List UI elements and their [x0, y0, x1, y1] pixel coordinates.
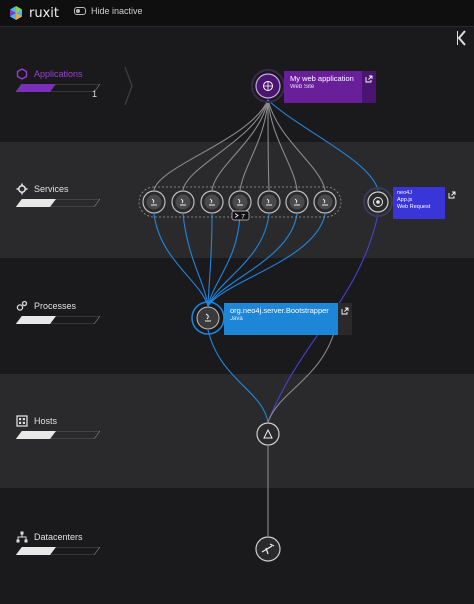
external-link-icon — [448, 191, 456, 199]
link-service7-process — [207, 213, 326, 307]
toggle-icon — [74, 7, 86, 15]
tier-processes-label: Processes — [34, 301, 77, 311]
application-card[interactable]: My web application Web Site — [284, 71, 376, 103]
datacenter-node[interactable] — [255, 536, 281, 562]
java-icon — [205, 313, 211, 322]
ruxit-logo[interactable]: ruxit — [8, 4, 59, 22]
application-title: My web application — [290, 74, 354, 83]
link-app-service-6 — [267, 99, 298, 191]
neo4j-service-line3: Web Request — [397, 204, 431, 210]
link-app-service-4 — [239, 99, 269, 191]
hide-inactive-toggle[interactable]: Hide inactive — [74, 6, 143, 16]
external-link-icon — [341, 307, 349, 315]
service-node-3[interactable] — [200, 190, 224, 214]
datacenters-icon — [16, 531, 28, 543]
java-icon — [266, 198, 272, 206]
application-subtitle: Web Site — [290, 84, 315, 90]
web-request-icon — [373, 197, 383, 207]
java-icon — [294, 198, 300, 206]
tier-datacenters-label: Datacenters — [34, 532, 83, 542]
java-icon — [237, 198, 243, 206]
logo-text: ruxit — [29, 5, 59, 21]
service-node-5[interactable] — [257, 190, 281, 214]
tier-hosts-label: Hosts — [34, 416, 58, 426]
java-icon — [209, 198, 215, 206]
tier-datacenters[interactable]: Datacenters — [16, 531, 83, 543]
service-nodes — [142, 190, 337, 214]
service-group-count: 7 — [241, 213, 245, 220]
link-process-host-gray — [267, 329, 336, 423]
process-card[interactable]: org.neo4j.server.Bootstrapper Java — [224, 303, 352, 335]
service-node-2[interactable] — [171, 190, 195, 214]
process-title: org.neo4j.server.Bootstrapper — [230, 306, 329, 315]
tier-hosts[interactable]: Hosts — [16, 415, 57, 427]
link-service5-process — [207, 213, 270, 307]
datacenters-tier-band — [0, 488, 474, 604]
link-app-service-1 — [153, 99, 269, 191]
tier-services-bar — [16, 199, 100, 207]
service-node-6[interactable] — [285, 190, 309, 214]
tier-applications-bar — [16, 84, 100, 92]
application-node[interactable] — [251, 69, 285, 103]
link-service3-process — [207, 213, 213, 307]
link-app-service-7 — [267, 99, 326, 191]
tier-services[interactable]: Services — [16, 183, 69, 195]
tier-hosts-bar — [16, 431, 100, 439]
applications-tier-band — [0, 27, 474, 142]
link-app-service-2 — [182, 99, 269, 191]
link-app-neo4j — [267, 99, 379, 191]
tier-applications[interactable]: Applications — [16, 68, 83, 80]
link-service6-process — [207, 213, 298, 307]
tier-datacenters-bar — [16, 547, 100, 555]
service-node-7[interactable] — [313, 190, 337, 214]
tier-processes-bar — [16, 316, 100, 324]
open-process-button[interactable] — [338, 303, 352, 335]
applications-count: 1 — [92, 89, 98, 99]
neo4j-service-line2: App.js — [397, 197, 413, 203]
java-icon — [180, 198, 186, 206]
host-node[interactable] — [256, 422, 280, 446]
open-neo4j-service-button[interactable] — [445, 187, 459, 219]
link-service2-process — [182, 213, 209, 307]
process-node[interactable] — [191, 301, 225, 335]
process-subtitle: Java — [230, 316, 243, 322]
hosts-icon — [16, 415, 28, 427]
link-service1-process — [153, 213, 209, 307]
service-group-badge[interactable]: 7 — [231, 210, 250, 221]
service-node-1[interactable] — [142, 190, 166, 214]
neo4j-service-node[interactable] — [363, 187, 393, 217]
link-service4-process — [207, 213, 241, 307]
tier-processes[interactable]: Processes — [16, 300, 76, 312]
applications-icon — [16, 68, 28, 80]
link-process-host — [207, 329, 269, 423]
link-app-service-5 — [267, 99, 270, 191]
top-bar: ruxit Hide inactive — [0, 0, 474, 27]
play-icon — [234, 213, 239, 218]
java-icon — [322, 198, 328, 206]
service-node-4[interactable] — [228, 190, 252, 214]
java-icon — [151, 198, 157, 206]
neo4j-service-card[interactable]: neo4J App.js Web Request — [393, 187, 459, 219]
ruxit-logo-icon — [10, 6, 22, 20]
chevron-left-icon — [457, 30, 466, 46]
processes-icon — [16, 300, 28, 311]
tier-applications-label: Applications — [34, 69, 83, 79]
neo4j-service-line1: neo4J — [397, 190, 412, 196]
open-application-button[interactable] — [362, 71, 376, 103]
external-link-icon — [365, 75, 373, 83]
hide-inactive-label: Hide inactive — [91, 6, 143, 16]
tier-services-label: Services — [34, 184, 69, 194]
linux-icon — [263, 428, 273, 439]
services-icon — [16, 183, 28, 195]
link-app-service-3 — [211, 99, 269, 191]
collapse-panel-button[interactable] — [456, 30, 468, 48]
datacenter-icon — [261, 543, 275, 555]
chevron-right-icon — [124, 66, 133, 106]
